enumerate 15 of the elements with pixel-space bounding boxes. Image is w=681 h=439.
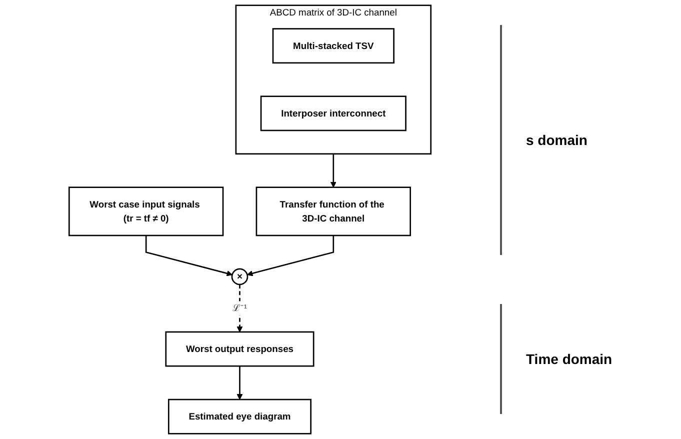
edge-label: ℒ⁻¹ bbox=[232, 302, 247, 314]
node-circle: × bbox=[231, 268, 248, 286]
arrow bbox=[236, 366, 243, 400]
node-box: Interposer interconnect bbox=[260, 96, 406, 132]
node-box: Multi-stacked TSV bbox=[272, 28, 394, 64]
arrow bbox=[330, 154, 336, 188]
arrow bbox=[246, 236, 334, 276]
node-box: Worst case input signals (tr = tf ≠ 0) bbox=[68, 186, 224, 236]
node-box: Estimated eye diagram bbox=[168, 398, 312, 434]
node-box: Transfer function of the 3D-IC channel bbox=[256, 186, 411, 236]
arrow bbox=[145, 236, 232, 276]
node-box: Worst output responses bbox=[165, 331, 314, 367]
domain-label: s domain bbox=[526, 132, 588, 148]
arrow bbox=[236, 284, 243, 332]
domain-label: Time domain bbox=[526, 351, 612, 368]
